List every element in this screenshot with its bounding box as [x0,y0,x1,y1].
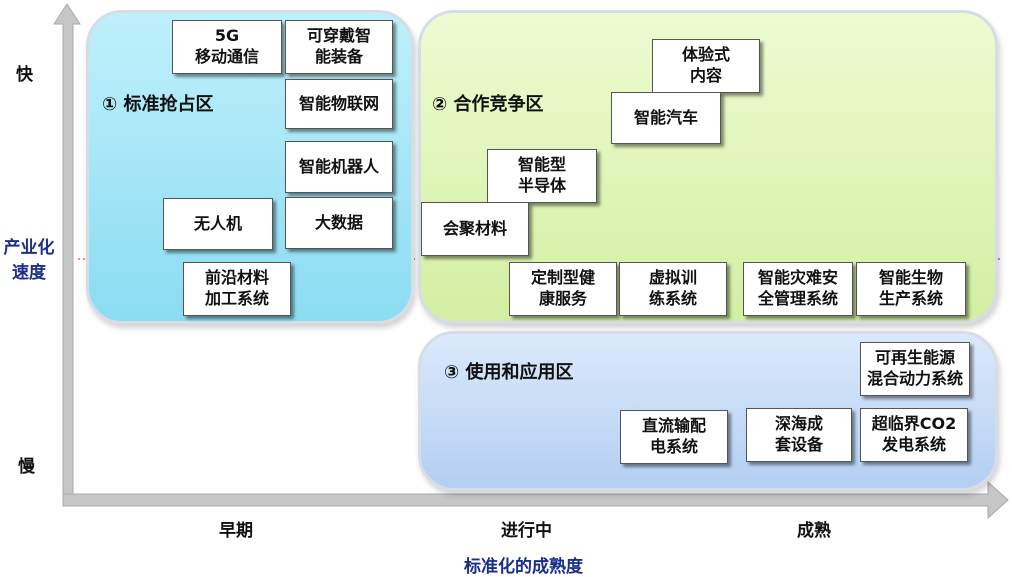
box-custom-health: 定制型健 康服务 [509,262,617,316]
box-big-data: 大数据 [285,197,393,249]
x-axis-mature-label: 成熟 [797,521,831,541]
box-iot: 智能物联网 [285,79,393,129]
box-virtual-training: 虚拟训 练系统 [619,262,727,316]
y-axis-title-line2: 速度 [12,262,46,283]
box-convergent-materials: 会聚材料 [421,202,529,256]
box-smart-semiconductor: 智能型 半导体 [487,149,597,203]
y-axis-slow-label: 慢 [18,457,35,477]
box-advanced-materials: 前沿材料 加工系统 [183,262,291,316]
box-robot: 智能机器人 [285,141,393,193]
x-axis-arrow [62,480,1009,520]
zone-title-1: ① 标准抢占区 [102,94,214,115]
zone-title-2: ② 合作竞争区 [432,94,544,115]
box-disaster-safety: 智能灾难安 全管理系统 [743,262,853,316]
y-axis-fast-label: 快 [16,65,33,85]
box-supercritical-co2: 超临界CO2 发电系统 [860,408,968,462]
box-renewable-hybrid: 可再生能源 混合动力系统 [860,342,970,396]
zone-title-3: ③ 使用和应用区 [444,362,574,383]
box-bio-production: 智能生物 生产系统 [856,262,966,316]
box-dc-distribution: 直流输配 电系统 [620,410,728,464]
box-5g: 5G 移动通信 [172,20,282,74]
box-drone: 无人机 [163,198,273,250]
y-axis-title-line1: 产业化 [3,238,55,258]
x-axis-title: 标准化的成熟度 [464,557,583,577]
box-wearable: 可穿戴智 能装备 [285,20,393,74]
x-axis-in-progress-label: 进行中 [501,521,552,541]
box-experiential-content: 体验式 内容 [652,39,760,93]
box-smart-car: 智能汽车 [611,92,721,144]
y-axis-title: 产业化 速度 [0,236,58,285]
x-axis-early-label: 早期 [219,521,253,541]
box-deep-sea: 深海成 套设备 [746,408,852,462]
